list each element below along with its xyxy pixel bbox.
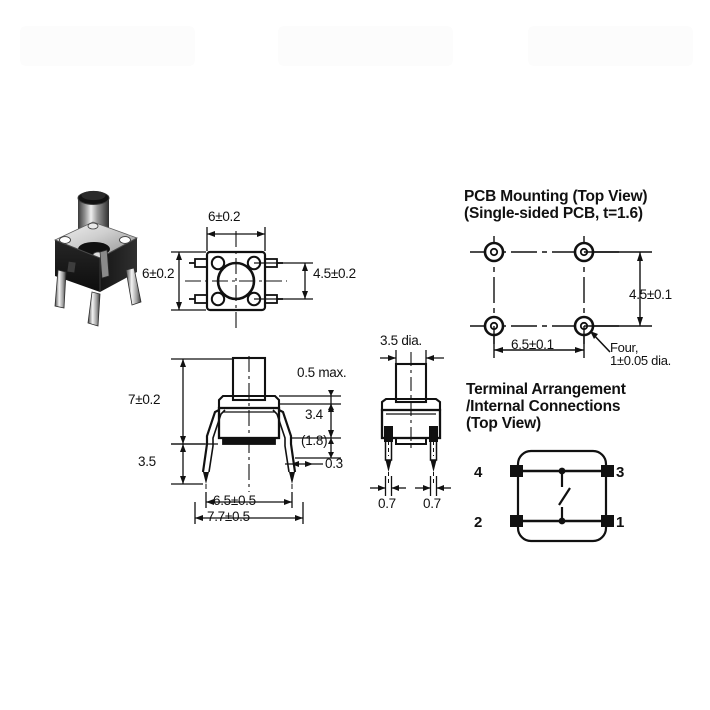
side-view-dim-lead-thickness: 0.3	[325, 456, 343, 471]
side-view-dim-lead-pitch: 6.5±0.5	[213, 493, 256, 508]
pcb-mounting-heading-line1: PCB Mounting (Top View)	[464, 188, 648, 205]
pcb-mounting-heading-line2: (Single-sided PCB, t=1.6)	[464, 205, 643, 222]
front-view-dim-plunger-dia: 3.5 dia.	[380, 333, 422, 348]
top-view-dim-height: 6±0.2	[142, 266, 175, 281]
side-view-dim-plunger-gap: 0.5 max.	[297, 365, 347, 380]
side-view-dim-reference: (1.8)	[301, 433, 328, 448]
side-view-dim-body-height: 3.4	[305, 407, 323, 422]
pcb-dim-hole-pitch-y: 4.5±0.1	[629, 287, 672, 302]
top-view-dim-width: 6±0.2	[208, 209, 241, 224]
top-view-dim-pitch: 4.5±0.2	[313, 266, 356, 281]
pcb-mounting-panel: PCB Mounting (Top View) (Single-sided PC…	[464, 188, 704, 368]
terminal-number-1: 1	[616, 514, 625, 531]
photo-terminals	[54, 249, 142, 327]
terminal-heading-line3: (Top View)	[466, 415, 541, 432]
terminal-arrangement-panel: Terminal Arrangement /Internal Connectio…	[466, 381, 706, 571]
top-view-panel: 6±0.2 6±0.2 4.5±0.2	[142, 205, 375, 340]
photo-body	[54, 237, 138, 292]
front-view-panel: 3.5 dia. 0.7 0.7	[358, 330, 483, 530]
terminal-number-2: 2	[474, 514, 483, 531]
terminal-number-3: 3	[616, 464, 625, 481]
product-photo	[54, 190, 142, 327]
side-view-panel: 7±0.2 3.5 6.5±0.5 7.7±0.5 0.5 max. 3.4 (…	[128, 352, 360, 532]
terminal-number-4: 4	[474, 464, 483, 481]
terminal-heading-line2: /Internal Connections	[466, 398, 621, 415]
product-photo-panel	[30, 180, 175, 330]
terminal-arrangement-drawing	[510, 449, 614, 543]
pcb-hole-annotation-line1: Four,	[610, 340, 639, 355]
pcb-hole-annotation-line2: 1±0.05 dia.	[610, 353, 671, 368]
side-view-dim-lead-length: 3.5	[138, 454, 156, 469]
top-view-drawing	[171, 227, 313, 331]
pcb-mounting-drawing	[470, 236, 652, 358]
side-view-dim-overall-width: 7.7±0.5	[207, 509, 250, 524]
terminal-heading-line1: Terminal Arrangement	[466, 381, 626, 398]
front-view-dim-lead-width-left: 0.7	[378, 496, 396, 511]
side-view-dim-total-height: 7±0.2	[128, 392, 161, 407]
front-view-dim-lead-width-right: 0.7	[423, 496, 441, 511]
pcb-dim-hole-pitch-x: 6.5±0.1	[511, 337, 554, 352]
front-view-drawing	[370, 350, 451, 496]
side-view-drawing	[171, 356, 341, 524]
